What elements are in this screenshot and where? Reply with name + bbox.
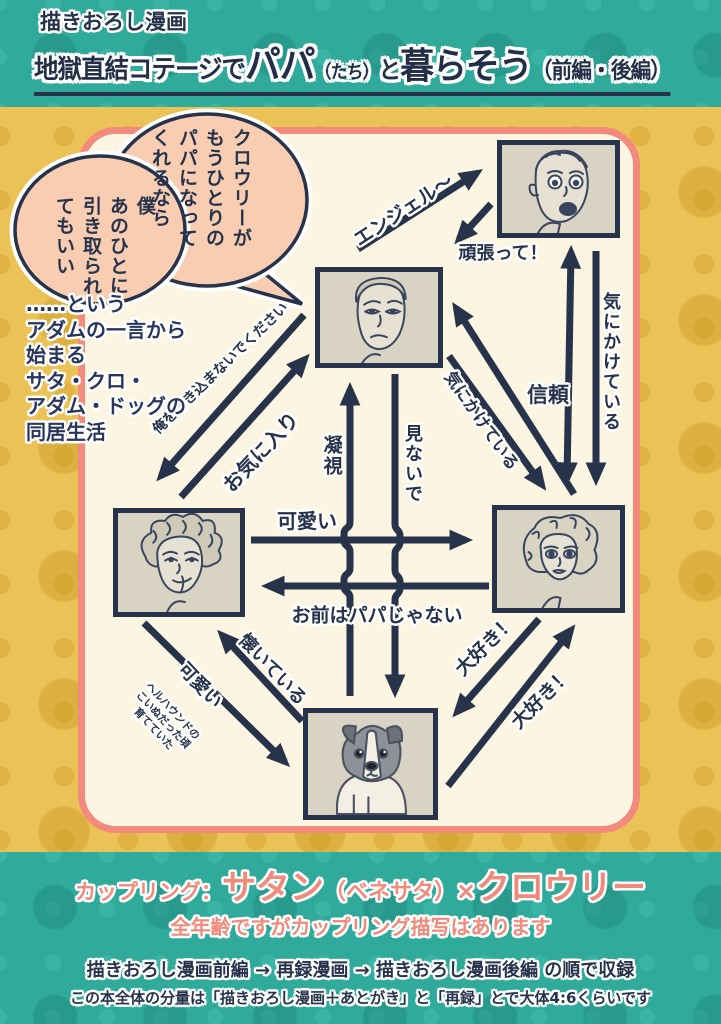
- intro-caption: ……という アダムの一言から 始まる サタ・クロ・ アダム・ドッグの 同居生活: [26, 292, 186, 444]
- arrow-center-right-care: [446, 353, 547, 491]
- arrow-right-dog-love: [452, 616, 542, 718]
- arrow-dont-look: [384, 374, 406, 699]
- arrow-angel: [356, 169, 484, 252]
- portrait-dog: [303, 708, 438, 820]
- contents-ratio: この本全体の分量は「描きおろし漫画＋あとがき」と「再録」とで大体4:6くらいです: [70, 989, 651, 1007]
- arrow-dont-involve: [156, 312, 307, 482]
- coupling-name-1: サタン: [221, 868, 324, 908]
- portrait-center-man: [315, 267, 443, 368]
- wavy-haired-youth-icon: [522, 514, 599, 608]
- portrait-top-right-man: [497, 140, 620, 238]
- header-banner: 描きおろし漫画 地獄直結コテージでパパ（たち）と暮らそう（前編・後編）: [0, 0, 721, 107]
- contents-order: 描きおろし漫画前編 → 再録漫画 → 描きおろし漫画後編 の順で収録: [86, 960, 635, 981]
- arrow-cute-dog: [141, 620, 291, 768]
- series-tag: 描きおろし漫画: [40, 10, 187, 34]
- label-stare: 凝視: [320, 435, 343, 477]
- title-part-1: 地獄直結コテージで: [34, 55, 246, 85]
- bubble-text-left: 僕 あのひとに 引き取られ てもいい: [52, 196, 156, 296]
- label-not-papa: お前はパパじゃない: [291, 604, 463, 627]
- surprised-man-icon: [528, 149, 589, 233]
- coupling-name-1-note: （ベネサタ）: [323, 880, 456, 905]
- coupling-name-2: クロウリー: [476, 868, 647, 908]
- rating-note: 全年齢ですがカップリング描写はあります: [170, 915, 551, 939]
- footer-banner: カップリング：サタン（ベネサタ）×クロウリー 全年齢ですがカップリング描写はあり…: [0, 852, 721, 1024]
- coupling-line: カップリング：サタン（ベネサタ）×クロウリー: [0, 860, 721, 909]
- portrait-left-man: [113, 508, 245, 617]
- label-dont-look: 見ないで: [401, 424, 423, 504]
- title-part-hen: （前編・後編）: [531, 59, 671, 84]
- title-part-tachi: （たち）: [314, 62, 380, 83]
- arrow-right-topright-both: [556, 244, 582, 487]
- arrow-trust: [452, 301, 577, 496]
- arrow-dog-right-love: [445, 624, 576, 789]
- arrow-attached: [217, 629, 305, 724]
- page-title: 地獄直結コテージでパパ（たち）と暮らそう（前編・後編）: [34, 34, 671, 96]
- title-part-to: と: [378, 56, 402, 84]
- label-ganbatte: 頑張って！: [458, 243, 548, 265]
- coupling-prefix: カップリング：: [74, 880, 222, 904]
- title-part-papa: パパ: [245, 43, 316, 87]
- label-care-vertical: 気にかけている: [599, 292, 621, 432]
- bubble-text-right: クロウリーが もうひとりの パパになって くれるなら: [148, 128, 252, 248]
- arrow-favorite: [178, 353, 310, 500]
- arrow-ganbatte: [454, 201, 494, 245]
- coupling-cross-icon: ×: [455, 877, 477, 905]
- smirking-curly-man-icon: [140, 513, 223, 612]
- label-cute: 可愛い: [277, 508, 337, 533]
- arrow-stare: [339, 381, 361, 696]
- portrait-right-youth: [492, 505, 625, 613]
- title-part-kurasou: 暮らそう: [400, 46, 533, 87]
- worried-man-icon: [354, 276, 407, 363]
- puppy-icon: [335, 724, 407, 815]
